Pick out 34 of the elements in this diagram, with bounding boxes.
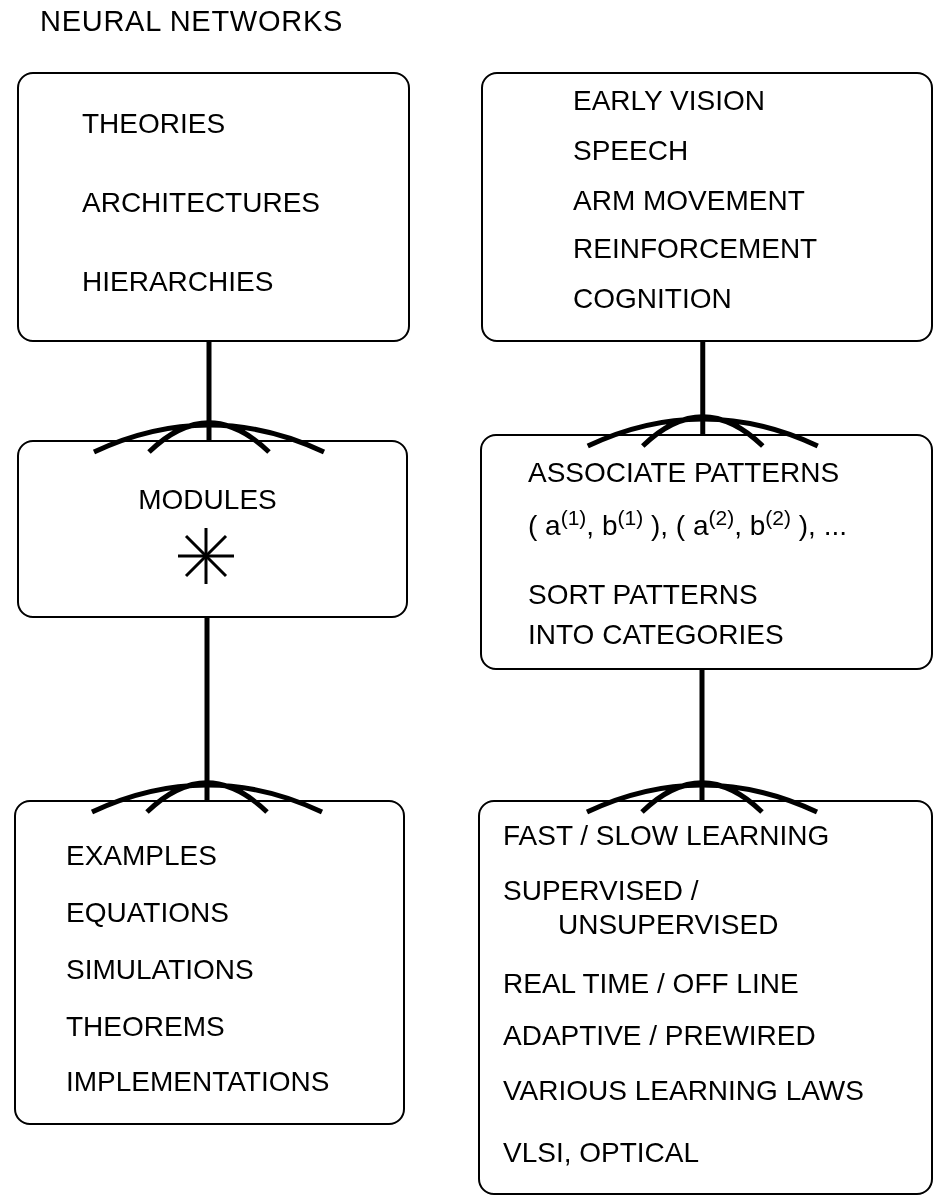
connector: [89, 618, 325, 815]
box-text: HIERARCHIES: [82, 267, 274, 297]
box-text: ASSOCIATE PATTERNS: [528, 456, 840, 490]
box-text: REINFORCEMENT: [573, 234, 818, 264]
box-text: SIMULATIONS: [66, 955, 254, 985]
box-text: ARM MOVEMENT: [573, 186, 805, 216]
box-text: MODULES: [138, 485, 277, 515]
box-text: THEOREMS: [66, 1012, 225, 1042]
box-text: REAL TIME / OFF LINE: [503, 967, 799, 1001]
box-text: SORT PATTERNS INTO CATEGORIES: [528, 578, 785, 652]
box-text: IMPLEMENTATIONS: [66, 1067, 330, 1097]
box-text: COGNITION: [573, 284, 732, 314]
box-text: ARCHITECTURES: [82, 188, 320, 218]
box-text: ADAPTIVE / PREWIRED: [503, 1019, 816, 1053]
rounded-box: [14, 800, 405, 1125]
box-text: FAST / SLOW LEARNING: [503, 819, 830, 853]
diagram-title: NEURAL NETWORKS: [40, 4, 344, 38]
box-text: SUPERVISED / UNSUPERVISED: [503, 874, 780, 942]
connector: [91, 342, 327, 455]
rounded-box: [481, 72, 933, 342]
box-text: EXAMPLES: [66, 841, 217, 871]
rounded-box: [480, 434, 933, 670]
box-text: SPEECH: [573, 136, 689, 166]
rounded-box: [17, 440, 408, 618]
box-text: VARIOUS LEARNING LAWS: [503, 1074, 864, 1108]
box-text: ( a$^{(1)}$, b$^{(1)}$ ), ( a$^{(2)}$, b$^{(2)}$ ), ...: [528, 506, 847, 543]
box-text: EARLY VISION: [573, 86, 765, 116]
box-text: VLSI, OPTICAL: [503, 1136, 700, 1170]
connector: [585, 342, 821, 449]
box-text: EQUATIONS: [66, 898, 229, 928]
rounded-box: [478, 800, 933, 1195]
box-text: THEORIES: [82, 109, 226, 139]
rounded-box: [17, 72, 410, 342]
connector: [584, 670, 820, 815]
